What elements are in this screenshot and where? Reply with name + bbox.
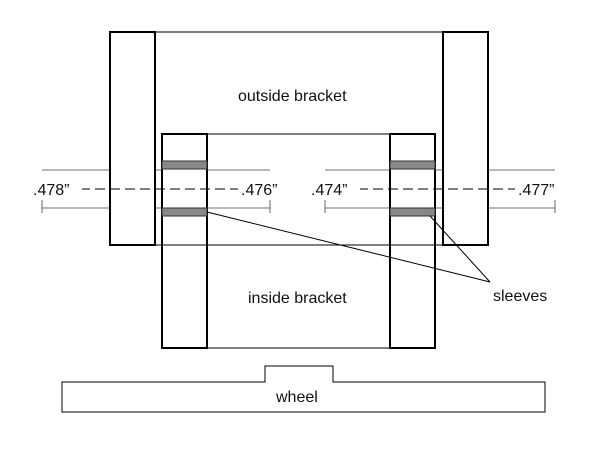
- inside-bracket-label: inside bracket: [248, 290, 347, 307]
- sleeves-group: [161, 160, 436, 217]
- dimension-label-far-left: .478”: [33, 182, 69, 199]
- wheel-label: wheel: [275, 389, 318, 406]
- sleeve-left-top: [161, 160, 208, 170]
- inside-bracket-left-plate: [161, 133, 208, 349]
- sleeves-label: sleeves: [493, 288, 547, 305]
- outside-bracket-label: outside bracket: [238, 88, 347, 105]
- sleeve-left-bottom: [161, 207, 208, 217]
- inside-bracket: [161, 133, 436, 349]
- wheel-outline: [61, 365, 546, 413]
- inside-bracket-right-plate: [389, 133, 436, 349]
- dimension-label-inner-right: .474”: [311, 182, 347, 199]
- dimension-label-inner-left: .476”: [241, 182, 277, 199]
- outside-bracket: [109, 31, 489, 246]
- sleeve-right-bottom: [389, 207, 436, 217]
- sleeves-leader-left: [206, 211, 491, 283]
- outside-bracket-right-plate: [442, 31, 489, 246]
- sleeves-leader-right: [429, 215, 491, 283]
- sleeve-right-top: [389, 160, 436, 170]
- outside-bracket-left-plate: [109, 31, 156, 246]
- dimension-label-far-right: .477”: [518, 182, 554, 199]
- bore-lines: [41, 169, 556, 213]
